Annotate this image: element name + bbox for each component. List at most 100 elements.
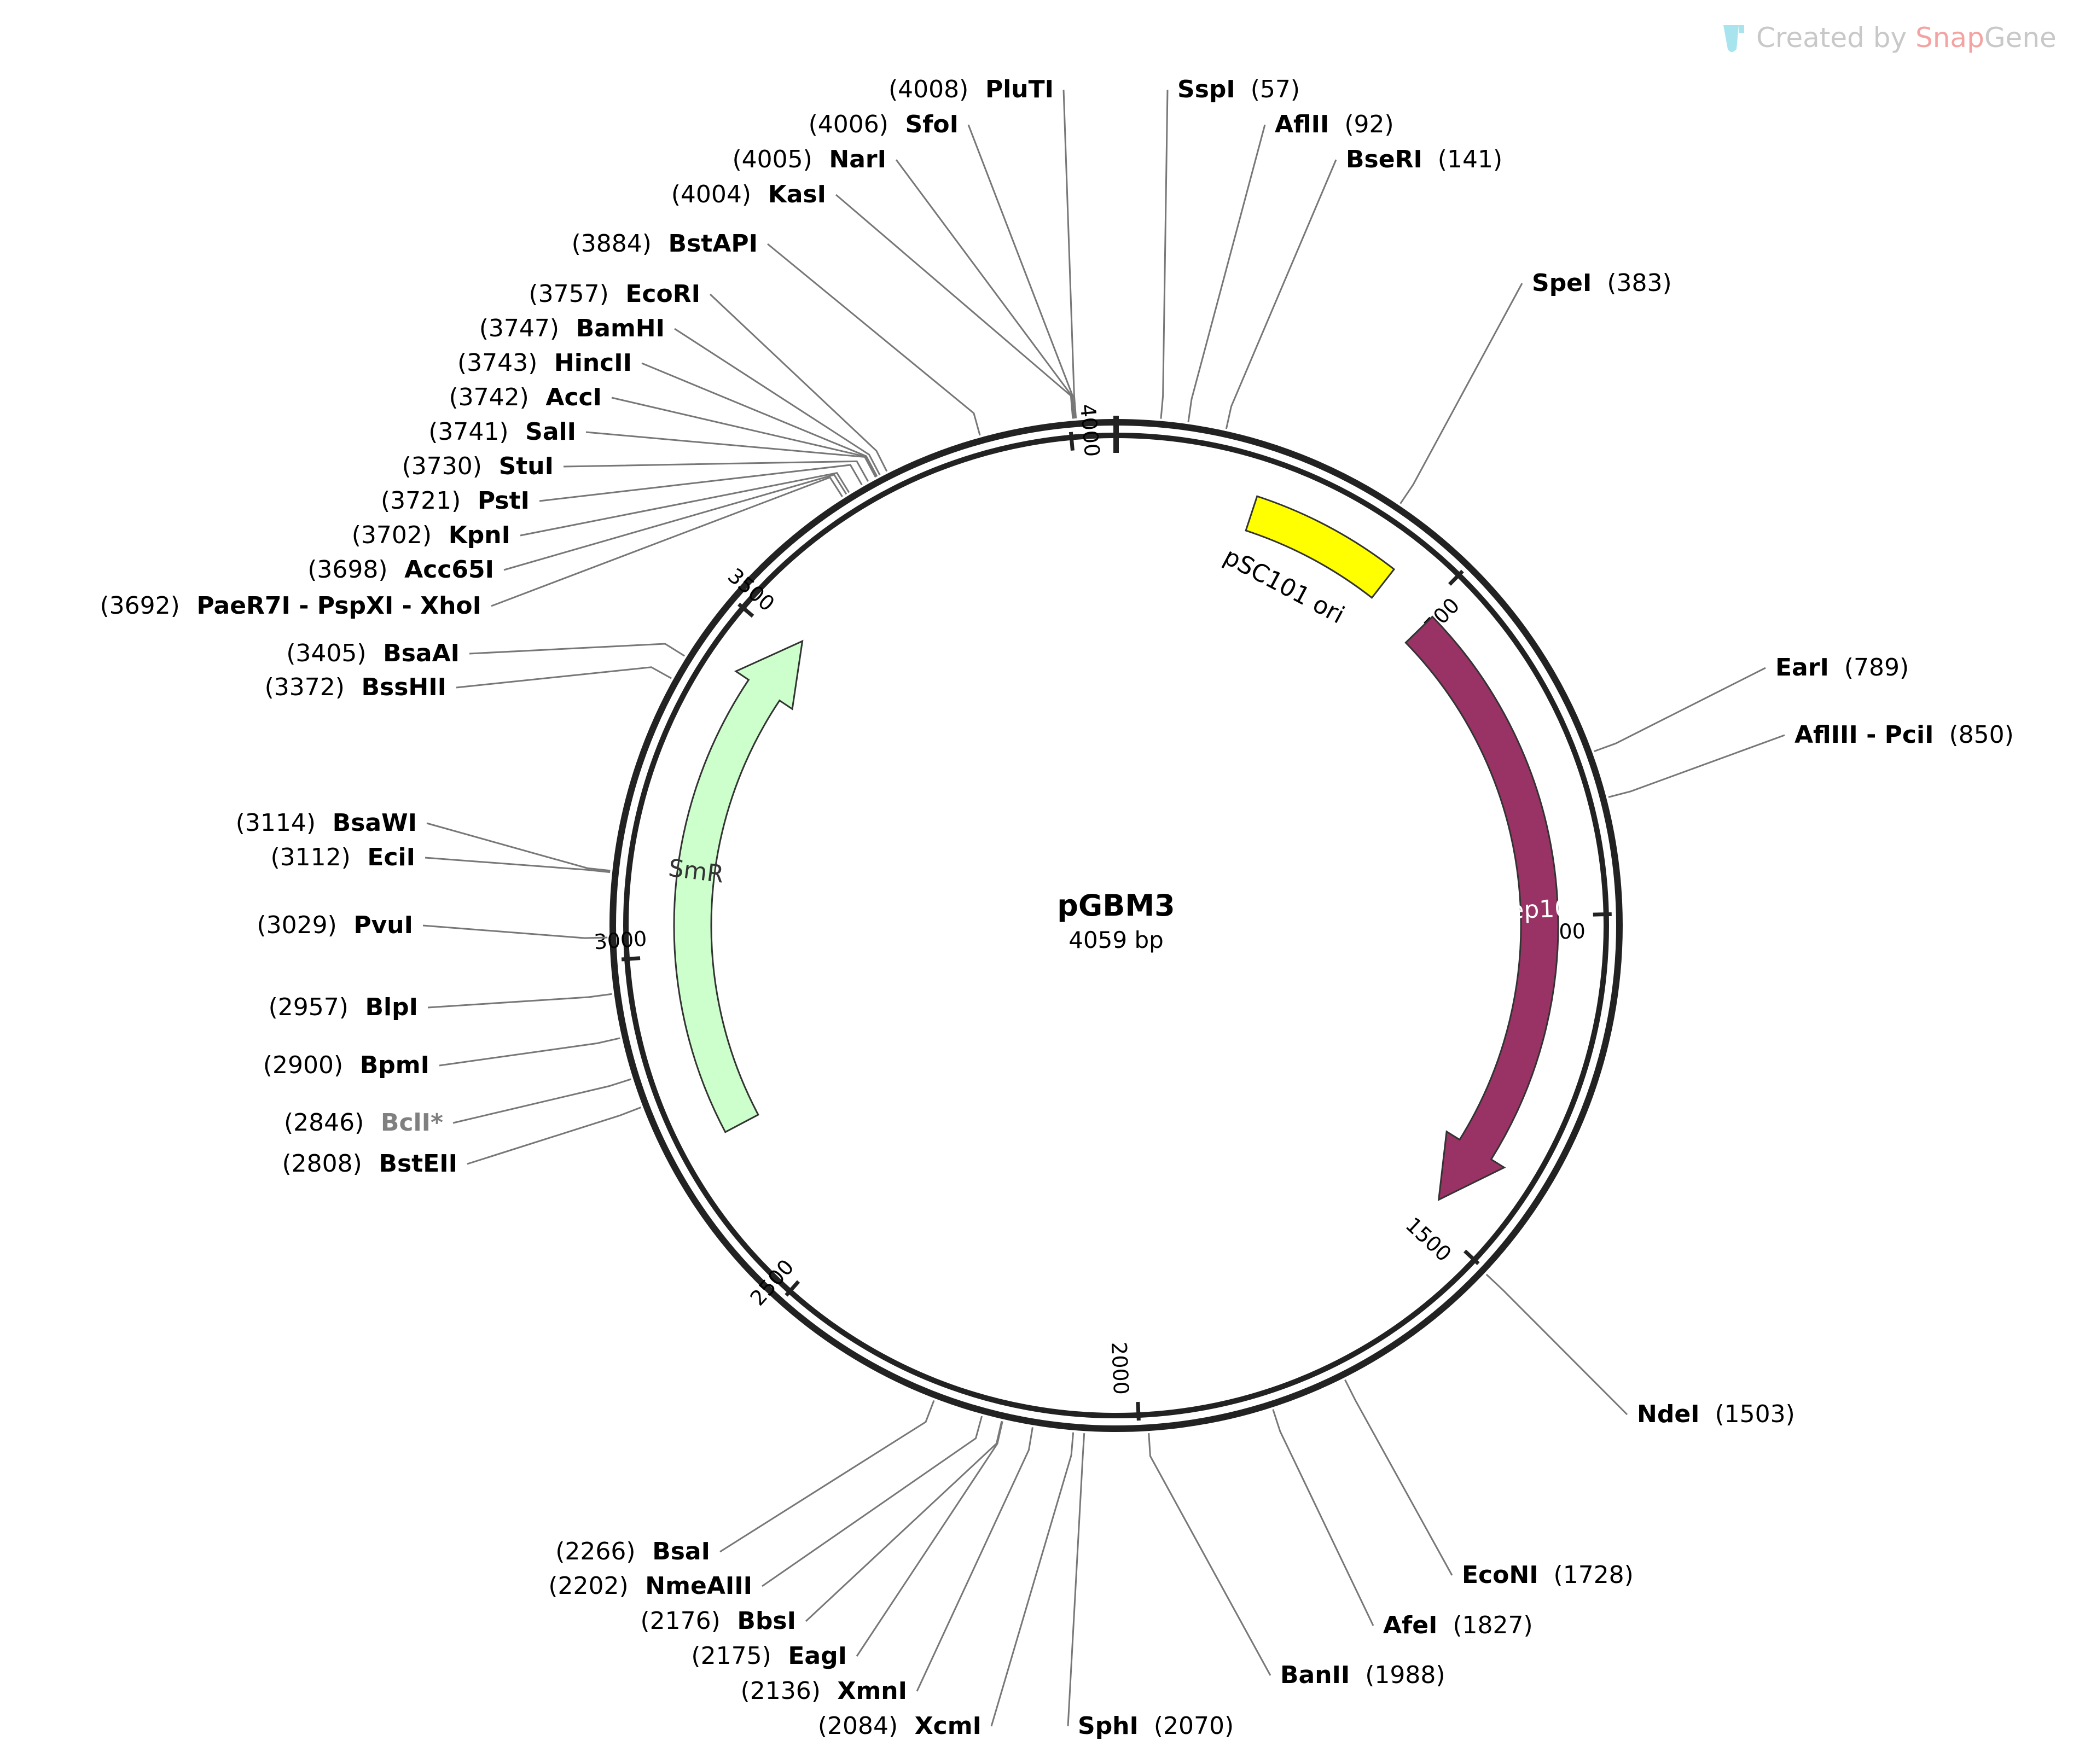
feature-rep101[interactable]: Rep101 [1404,615,1586,1201]
site-layer: (4008) PluTI(4006) SfoI(4005) NarI (4004)… [100,75,2013,1740]
cut-position: (3029) [257,911,336,939]
enzyme-name: Acc65I [388,556,494,584]
site-label: (2202) NmeAIII [548,1572,752,1600]
site-bcli[interactable]: (2846) BclI* [284,1078,631,1137]
site-bseri[interactable]: BseRI (141) [1225,145,1502,429]
site-label: (2846) BclI* [284,1109,443,1137]
site-paer7i-pspxi-xhoi[interactable]: (3692) PaeR7I - PspXI - XhoI [100,476,843,620]
cut-position: (3743) [457,349,537,377]
tick-mark-1000 [1593,912,1612,917]
site-afliii-pcii[interactable]: AflIII - PciI (850) [1608,721,2014,798]
site-eari[interactable]: EarI (789) [1594,654,1909,752]
site-banii[interactable]: BanII (1988) [1148,1433,1445,1689]
site-leader-line [641,362,878,477]
site-leader-line [520,472,850,537]
tick-mark-4000 [1068,432,1075,451]
cut-position: (3702) [352,521,432,549]
site-kasi[interactable]: (4004) KasI [671,181,1074,419]
enzyme-name: PluTI [968,75,1054,103]
site-label: (3757) EcoRI [529,280,700,308]
site-stui[interactable]: (3730) StuI [402,452,869,482]
site-leader-line [1399,283,1523,504]
enzyme-name: BssHII [345,673,446,701]
site-bsaai[interactable]: (3405) BsaAI [286,639,686,667]
site-sphi[interactable]: SphI (2070) [1067,1433,1234,1740]
site-acc65i[interactable]: (3698) Acc65I [307,474,847,584]
site-leader-line [1272,1409,1374,1626]
site-sspi[interactable]: SspI (57) [1160,75,1300,419]
cut-position: (4005) [732,145,812,173]
feature-psc101-ori[interactable]: pSC101 ori [1219,495,1396,630]
site-ecii[interactable]: (3112) EciI [270,843,611,874]
feature-arc-psc101-ori[interactable] [1245,495,1396,599]
site-bsshii[interactable]: (3372) BssHII [265,666,672,701]
site-label: (3730) StuI [402,452,554,480]
enzyme-name: XmnI [821,1677,907,1705]
tick-mark-2500 [785,1280,800,1297]
tick-label-3500: 3500 [723,563,779,616]
enzyme-name: AfeI [1383,1611,1437,1639]
site-pluti[interactable]: (4008) PluTI [888,75,1077,419]
site-eagi[interactable]: (2175) EagI [691,1421,1003,1670]
enzyme-name: BlpI [349,993,418,1021]
site-afei[interactable]: AfeI (1827) [1272,1409,1533,1639]
site-leader-line [835,194,1074,419]
site-bpmi[interactable]: (2900) BpmI [263,1037,620,1079]
site-leader-line [563,460,869,482]
tick-label-1500: 1500 [1401,1213,1456,1266]
site-acci[interactable]: (3742) AccI [449,383,878,478]
enzyme-name: NarI [812,145,886,173]
site-spei[interactable]: SpeI (383) [1399,269,1672,504]
site-blpi[interactable]: (2957) BlpI [269,993,612,1021]
plasmid-length: 4059 bp [1068,927,1164,953]
enzyme-name: BseRI [1346,145,1422,173]
site-bbsi[interactable]: (2176) BbsI [640,1420,1003,1635]
site-leader-line [426,822,611,872]
site-label: (3743) HincII [457,349,632,377]
site-bsawi[interactable]: (3114) BsaWI [236,809,611,872]
site-ecori[interactable]: (3757) EcoRI [529,280,888,472]
enzyme-name: EcoRI [609,280,700,308]
site-kpni[interactable]: (3702) KpnI [352,472,850,549]
cut-position: (2176) [640,1607,720,1635]
site-sali[interactable]: (3741) SalI [428,418,876,478]
site-leader-line [1148,1433,1271,1676]
site-xcmi[interactable]: (2084) XcmI [818,1432,1075,1740]
site-bamhi[interactable]: (3747) BamHI [479,315,881,476]
site-ndei[interactable]: NdeI (1503) [1485,1273,1795,1428]
site-leader-line [719,1400,935,1553]
site-label: (3741) SalI [428,418,576,446]
tick-mark-1500 [1463,1249,1480,1265]
snap-text: Snap [1915,22,1984,54]
site-label: (2084) XcmI [818,1712,982,1740]
feature-smr[interactable]: SmR [667,639,804,1133]
enzyme-name: SalI [509,418,576,446]
cut-position: (3372) [265,673,345,701]
feature-arc-rep101[interactable] [1404,615,1559,1201]
cut-position: (3884) [572,230,652,258]
site-label: SphI (2070) [1078,1712,1234,1740]
enzyme-name: BstEII [362,1150,457,1178]
site-label: (3112) EciI [270,843,415,871]
site-pvui[interactable]: (3029) PvuI [257,911,608,939]
site-econi[interactable]: EcoNI (1728) [1344,1379,1634,1589]
site-leader-line [427,993,612,1009]
cut-position: (3405) [286,639,366,667]
feature-arc-smr[interactable] [673,639,804,1133]
site-label: (2957) BlpI [269,993,418,1021]
site-aflii[interactable]: AflII (92) [1187,110,1394,422]
enzyme-name: AflII [1275,110,1329,138]
cut-position: (2136) [741,1677,821,1705]
enzyme-name: EcoNI [1462,1561,1538,1589]
cut-position: (3742) [449,383,529,411]
site-leader-line [762,1416,983,1587]
enzyme-name: XcmI [898,1712,982,1740]
site-psti[interactable]: (3721) PstI [381,464,863,515]
site-bsai[interactable]: (2266) BsaI [555,1400,935,1565]
site-bstapi[interactable]: (3884) BstAPI [572,230,981,436]
site-nmeaiii[interactable]: (2202) NmeAIII [548,1416,983,1600]
site-xmni[interactable]: (2136) XmnI [741,1427,1033,1705]
site-sfoi[interactable]: (4006) SfoI [809,110,1076,419]
site-bsteii[interactable]: (2808) BstEII [282,1107,642,1178]
